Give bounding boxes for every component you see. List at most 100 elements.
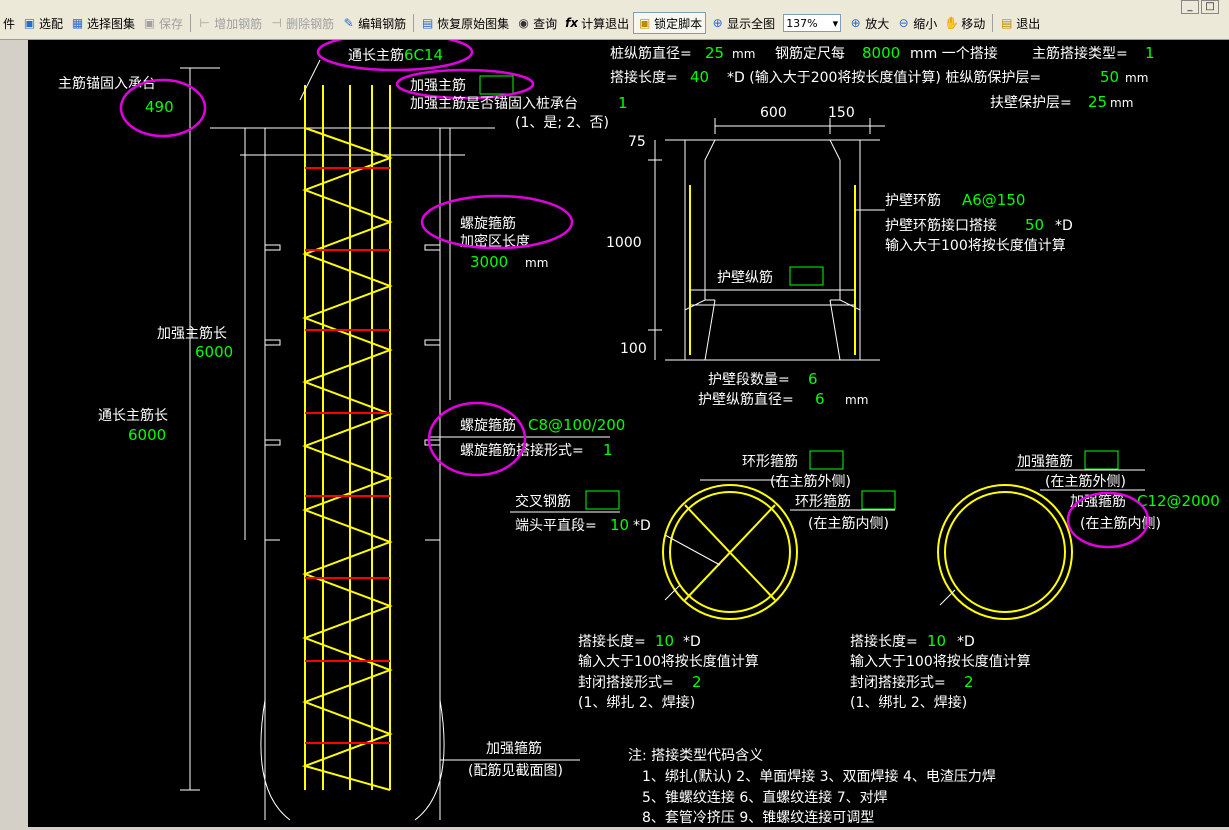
toolbar-separator — [413, 14, 415, 32]
through-main-value[interactable]: 6C14 — [404, 46, 443, 64]
tool-label: 选择图集 — [87, 16, 136, 31]
tool-zoom-out-button[interactable]: ⊖缩小 — [893, 13, 940, 33]
lap-note-right: 输入大于100将按长度值计算 — [850, 654, 1031, 670]
highlight-circle — [119, 78, 207, 138]
strengthen-out-label: 加强箍筋 — [1017, 453, 1073, 470]
tool-lock-script-button[interactable]: ▣锁定脚本 — [633, 12, 707, 34]
tool-menu-fragment[interactable]: 件 — [0, 13, 18, 33]
param-unit: mm — [732, 47, 755, 61]
tool-edit-rebar-button[interactable]: ✎编辑钢筋 — [338, 13, 409, 33]
param-lap-len-label: 搭接长度= — [610, 69, 678, 86]
param-lap-len-value[interactable]: 40 — [690, 68, 709, 86]
spiral-lap-value[interactable]: 1 — [603, 441, 613, 459]
section-circle-left — [510, 479, 895, 620]
restore-icon: ▤ — [421, 15, 434, 30]
strengthen-out-note: (在主筋外侧) — [1045, 473, 1126, 490]
notes-line2: 5、锥螺纹连接 6、直螺纹连接 7、对焊 — [642, 789, 888, 806]
close-lap-value-left[interactable]: 2 — [692, 673, 702, 691]
lap-len-value-right[interactable]: 10 — [927, 632, 946, 650]
spiral2-label: 螺旋箍筋 — [460, 417, 516, 434]
anchor-value[interactable]: 490 — [145, 98, 174, 116]
cross-input[interactable] — [585, 490, 620, 510]
tool-select-button[interactable]: ▣选配 — [19, 13, 66, 33]
dim-100: 100 — [620, 341, 647, 357]
restore-button[interactable]: □ — [1201, 0, 1219, 14]
tool-label: 选配 — [39, 16, 64, 31]
spiral2-value[interactable]: C8@100/200 — [528, 416, 625, 434]
binoculars-icon: ◉ — [518, 15, 529, 30]
strengthen-anchor-value[interactable]: 1 — [618, 94, 628, 112]
param-wall-cover-value[interactable]: 25 — [1088, 93, 1107, 111]
atlas-icon: ▦ — [71, 15, 84, 30]
chevron-down-icon: ▾ — [832, 16, 839, 30]
zoom-in-icon: ⊕ — [850, 15, 861, 30]
ring-value[interactable]: A6@150 — [962, 191, 1025, 209]
seg-count-label: 护壁段数量= — [708, 372, 790, 388]
pile-bell — [260, 699, 445, 821]
tool-label: 显示全图 — [727, 16, 776, 31]
tool-label: 删除钢筋 — [286, 16, 335, 31]
long-bar-input[interactable] — [789, 266, 824, 286]
exit-icon: ▤ — [1001, 15, 1013, 30]
long-bar-label: 护壁纵筋 — [717, 269, 773, 286]
delete-rebar-icon: ⊣ — [271, 15, 282, 30]
wall-notch-left — [264, 128, 281, 541]
zoom-out-icon: ⊖ — [898, 15, 909, 30]
dense-len-value[interactable]: 3000 — [470, 253, 508, 271]
strengthen-main-input[interactable] — [479, 75, 514, 95]
end-straight-value[interactable]: 10 — [610, 516, 629, 534]
ring-in-input[interactable] — [861, 490, 896, 510]
tool-save-button[interactable]: ▣保存 — [139, 13, 186, 33]
tool-restore-atlas-button[interactable]: ▤恢复原始图集 — [417, 13, 512, 33]
tool-add-rebar-button[interactable]: ⊢增加钢筋 — [194, 13, 265, 33]
tool-choose-atlas-button[interactable]: ▦选择图集 — [67, 13, 138, 33]
notes-title: 注: 搭接类型代码含义 — [628, 747, 763, 764]
strengthen-len-label: 加强主筋长 — [157, 325, 227, 342]
end-straight-label: 端头平直段= — [515, 517, 597, 534]
highlight-circle — [1066, 491, 1150, 549]
tool-label: 锁定脚本 — [654, 16, 703, 31]
ring-in-note: (在主筋内侧) — [808, 515, 889, 532]
strengthen-len-value[interactable]: 6000 — [195, 343, 233, 361]
formula-icon: fx — [565, 15, 579, 30]
drawing-svg: .w{fill:#ffffff;font-size:14px;} .g{fill… — [58, 32, 1220, 826]
param-cover-unit: mm — [1125, 71, 1148, 85]
param-fixed-len-value[interactable]: 8000 — [862, 44, 900, 62]
tool-delete-rebar-button[interactable]: ⊣ 删除钢筋 — [266, 13, 337, 33]
dense-len-label: 加密区长度 — [460, 233, 530, 250]
toolbar: 件 ▣选配 ▦选择图集 ▣保存 ⊢增加钢筋 ⊣删除钢筋 ✎编辑钢筋 ▤恢复原始图… — [0, 0, 1229, 40]
tool-move-button[interactable]: ✋移动 — [941, 13, 988, 33]
end-straight-unit: *D — [633, 518, 651, 534]
tool-query-button[interactable]: ◉查询 — [513, 13, 560, 33]
lap-len-value-left[interactable]: 10 — [655, 632, 674, 650]
param-wall-cover-unit: mm — [1110, 96, 1133, 110]
dense-len-unit: mm — [525, 256, 548, 270]
param-pile-bar-dia-value[interactable]: 25 — [705, 44, 724, 62]
drawing-canvas[interactable]: .w{fill:#ffffff;font-size:14px;} .g{fill… — [28, 32, 1229, 827]
tool-zoom-all-button[interactable]: ⊕显示全图 — [707, 13, 778, 33]
tool-zoom-in-button[interactable]: ⊕放大 — [845, 13, 892, 33]
notes-line3: 8、套管冷挤压 9、锥螺纹连接可调型 — [642, 809, 874, 826]
long-dia-value[interactable]: 6 — [815, 390, 825, 408]
save-icon: ▣ — [143, 15, 156, 30]
param-lap-type-value[interactable]: 1 — [1145, 44, 1155, 62]
param-lap-type-label: 主筋搭接类型= — [1032, 45, 1128, 62]
ring-lap-value[interactable]: 50 — [1025, 216, 1044, 234]
spiral-stirrup — [301, 127, 393, 791]
through-len-label: 通长主筋长 — [98, 407, 168, 424]
strengthen-in-value[interactable]: C12@2000 — [1137, 492, 1220, 510]
close-lap-value-right[interactable]: 2 — [964, 673, 974, 691]
tool-exit-button[interactable]: ▤退出 — [996, 13, 1043, 33]
param-cover-value[interactable]: 50 — [1100, 68, 1119, 86]
through-main-label: 通长主筋 — [348, 47, 404, 64]
zoom-select[interactable]: 137%▾ — [783, 14, 842, 32]
ring-lap-label: 护壁环筋接口搭接 — [885, 217, 997, 234]
edit-rebar-icon: ✎ — [343, 15, 354, 30]
restore-window-icon: □ — [1205, 1, 1215, 12]
seg-count-value[interactable]: 6 — [808, 370, 818, 388]
ring-out-input[interactable] — [809, 450, 844, 470]
minimize-button[interactable]: _ — [1181, 0, 1199, 14]
through-len-value[interactable]: 6000 — [128, 426, 166, 444]
strengthen-out-input[interactable] — [1084, 450, 1119, 470]
